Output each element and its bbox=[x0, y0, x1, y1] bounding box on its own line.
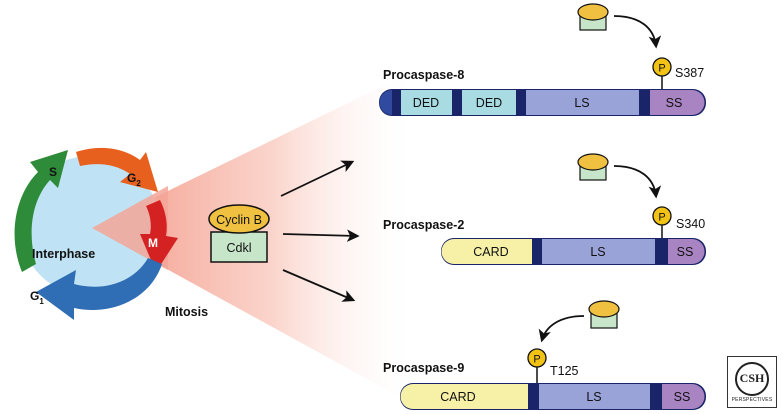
domain-label-ls-2: LS bbox=[590, 245, 605, 259]
phase-label-s: S bbox=[49, 165, 57, 179]
kinase-icon-cyclin-9 bbox=[588, 300, 620, 318]
kinase-icon-cyclin-2 bbox=[577, 153, 609, 171]
nterm-cap-8 bbox=[379, 90, 392, 115]
domain-ls-8 bbox=[526, 90, 639, 115]
domain-ss-9 bbox=[662, 384, 705, 409]
procaspase-9-name: Procaspase-9 bbox=[383, 361, 464, 375]
cyclin-cdk-complex: Cyclin B Cdkl bbox=[208, 204, 270, 263]
logo-subtext: PERSPECTIVES bbox=[731, 396, 773, 403]
phospho-circle-8 bbox=[652, 57, 672, 77]
phospho-arrow-2 bbox=[613, 165, 662, 199]
site-label-2: S340 bbox=[676, 217, 705, 231]
phospho-circle-9 bbox=[527, 348, 547, 368]
domain-label-ss-9: SS bbox=[674, 390, 691, 404]
mitosis-label: Mitosis bbox=[165, 305, 208, 319]
phospho-circle-2 bbox=[652, 206, 672, 226]
cdk-label: Cdkl bbox=[226, 241, 251, 255]
kinase-icon-cyclin bbox=[577, 3, 609, 21]
domain-label-ss-2: SS bbox=[677, 245, 694, 259]
interphase-label: Interphase bbox=[32, 247, 95, 261]
csh-perspectives-logo: CSH PERSPECTIVES bbox=[727, 356, 777, 408]
interphase-circle bbox=[20, 156, 160, 296]
domain-ss-2 bbox=[668, 238, 705, 264]
cell-cycle: S G2 M G1 Interphase Mitosis bbox=[14, 147, 208, 320]
domain-ls-2 bbox=[542, 239, 655, 264]
domain-label-ded-1: DED bbox=[413, 96, 439, 110]
phospho-arrow-9 bbox=[538, 315, 585, 343]
arrow-to-procaspase-9 bbox=[282, 269, 356, 302]
phospho-p-9: P bbox=[533, 354, 540, 366]
phase-label-g2: G2 bbox=[127, 171, 141, 188]
domain-label-card-9: CARD bbox=[440, 390, 475, 404]
logo-ring: CSH bbox=[735, 361, 769, 396]
domain-label-ls-8: LS bbox=[574, 96, 589, 110]
m-phase-arrow bbox=[140, 200, 178, 272]
site-label-9: T125 bbox=[550, 364, 579, 378]
procaspase-9-group: Procaspase-9 P T125 CARD LS SS bbox=[383, 300, 706, 410]
domain-card-2 bbox=[441, 239, 532, 264]
s-phase-arrow bbox=[14, 150, 68, 272]
g2-phase-arrow bbox=[76, 147, 158, 192]
logo-text: CSH bbox=[739, 371, 765, 385]
domain-card-9 bbox=[400, 384, 528, 409]
arrow-to-procaspase-8 bbox=[280, 160, 355, 197]
procaspase-8-group: Procaspase-8 P S387 DED DED LS SS bbox=[379, 3, 706, 116]
cyclin-b-ellipse bbox=[208, 204, 270, 234]
arrow-to-procaspase-2 bbox=[282, 229, 360, 243]
domain-label-ss-8: SS bbox=[666, 96, 683, 110]
domain-label-card-2: CARD bbox=[473, 245, 508, 259]
domain-ded-2 bbox=[462, 90, 516, 115]
phospho-p-2: P bbox=[658, 212, 665, 224]
phospho-arrow-8 bbox=[613, 15, 662, 49]
phospho-p-8: P bbox=[658, 63, 665, 75]
procaspase-8-name: Procaspase-8 bbox=[383, 68, 464, 82]
procaspase-2-name: Procaspase-2 bbox=[383, 218, 464, 232]
domain-ss-8 bbox=[650, 90, 705, 115]
phase-label-g1: G1 bbox=[30, 289, 44, 306]
domain-label-ls-9: LS bbox=[586, 390, 601, 404]
procaspase-2-group: Procaspase-2 P S340 CARD LS SS bbox=[383, 153, 706, 265]
site-label-8: S387 bbox=[675, 66, 704, 80]
domain-label-ded-2: DED bbox=[476, 96, 502, 110]
domain-ls-9 bbox=[539, 384, 650, 409]
phase-label-m: M bbox=[148, 236, 158, 250]
cdk-box bbox=[210, 231, 268, 263]
domain-ded-1 bbox=[401, 90, 452, 115]
cyclin-b-label: Cyclin B bbox=[216, 213, 262, 227]
g1-phase-arrow bbox=[36, 258, 162, 320]
